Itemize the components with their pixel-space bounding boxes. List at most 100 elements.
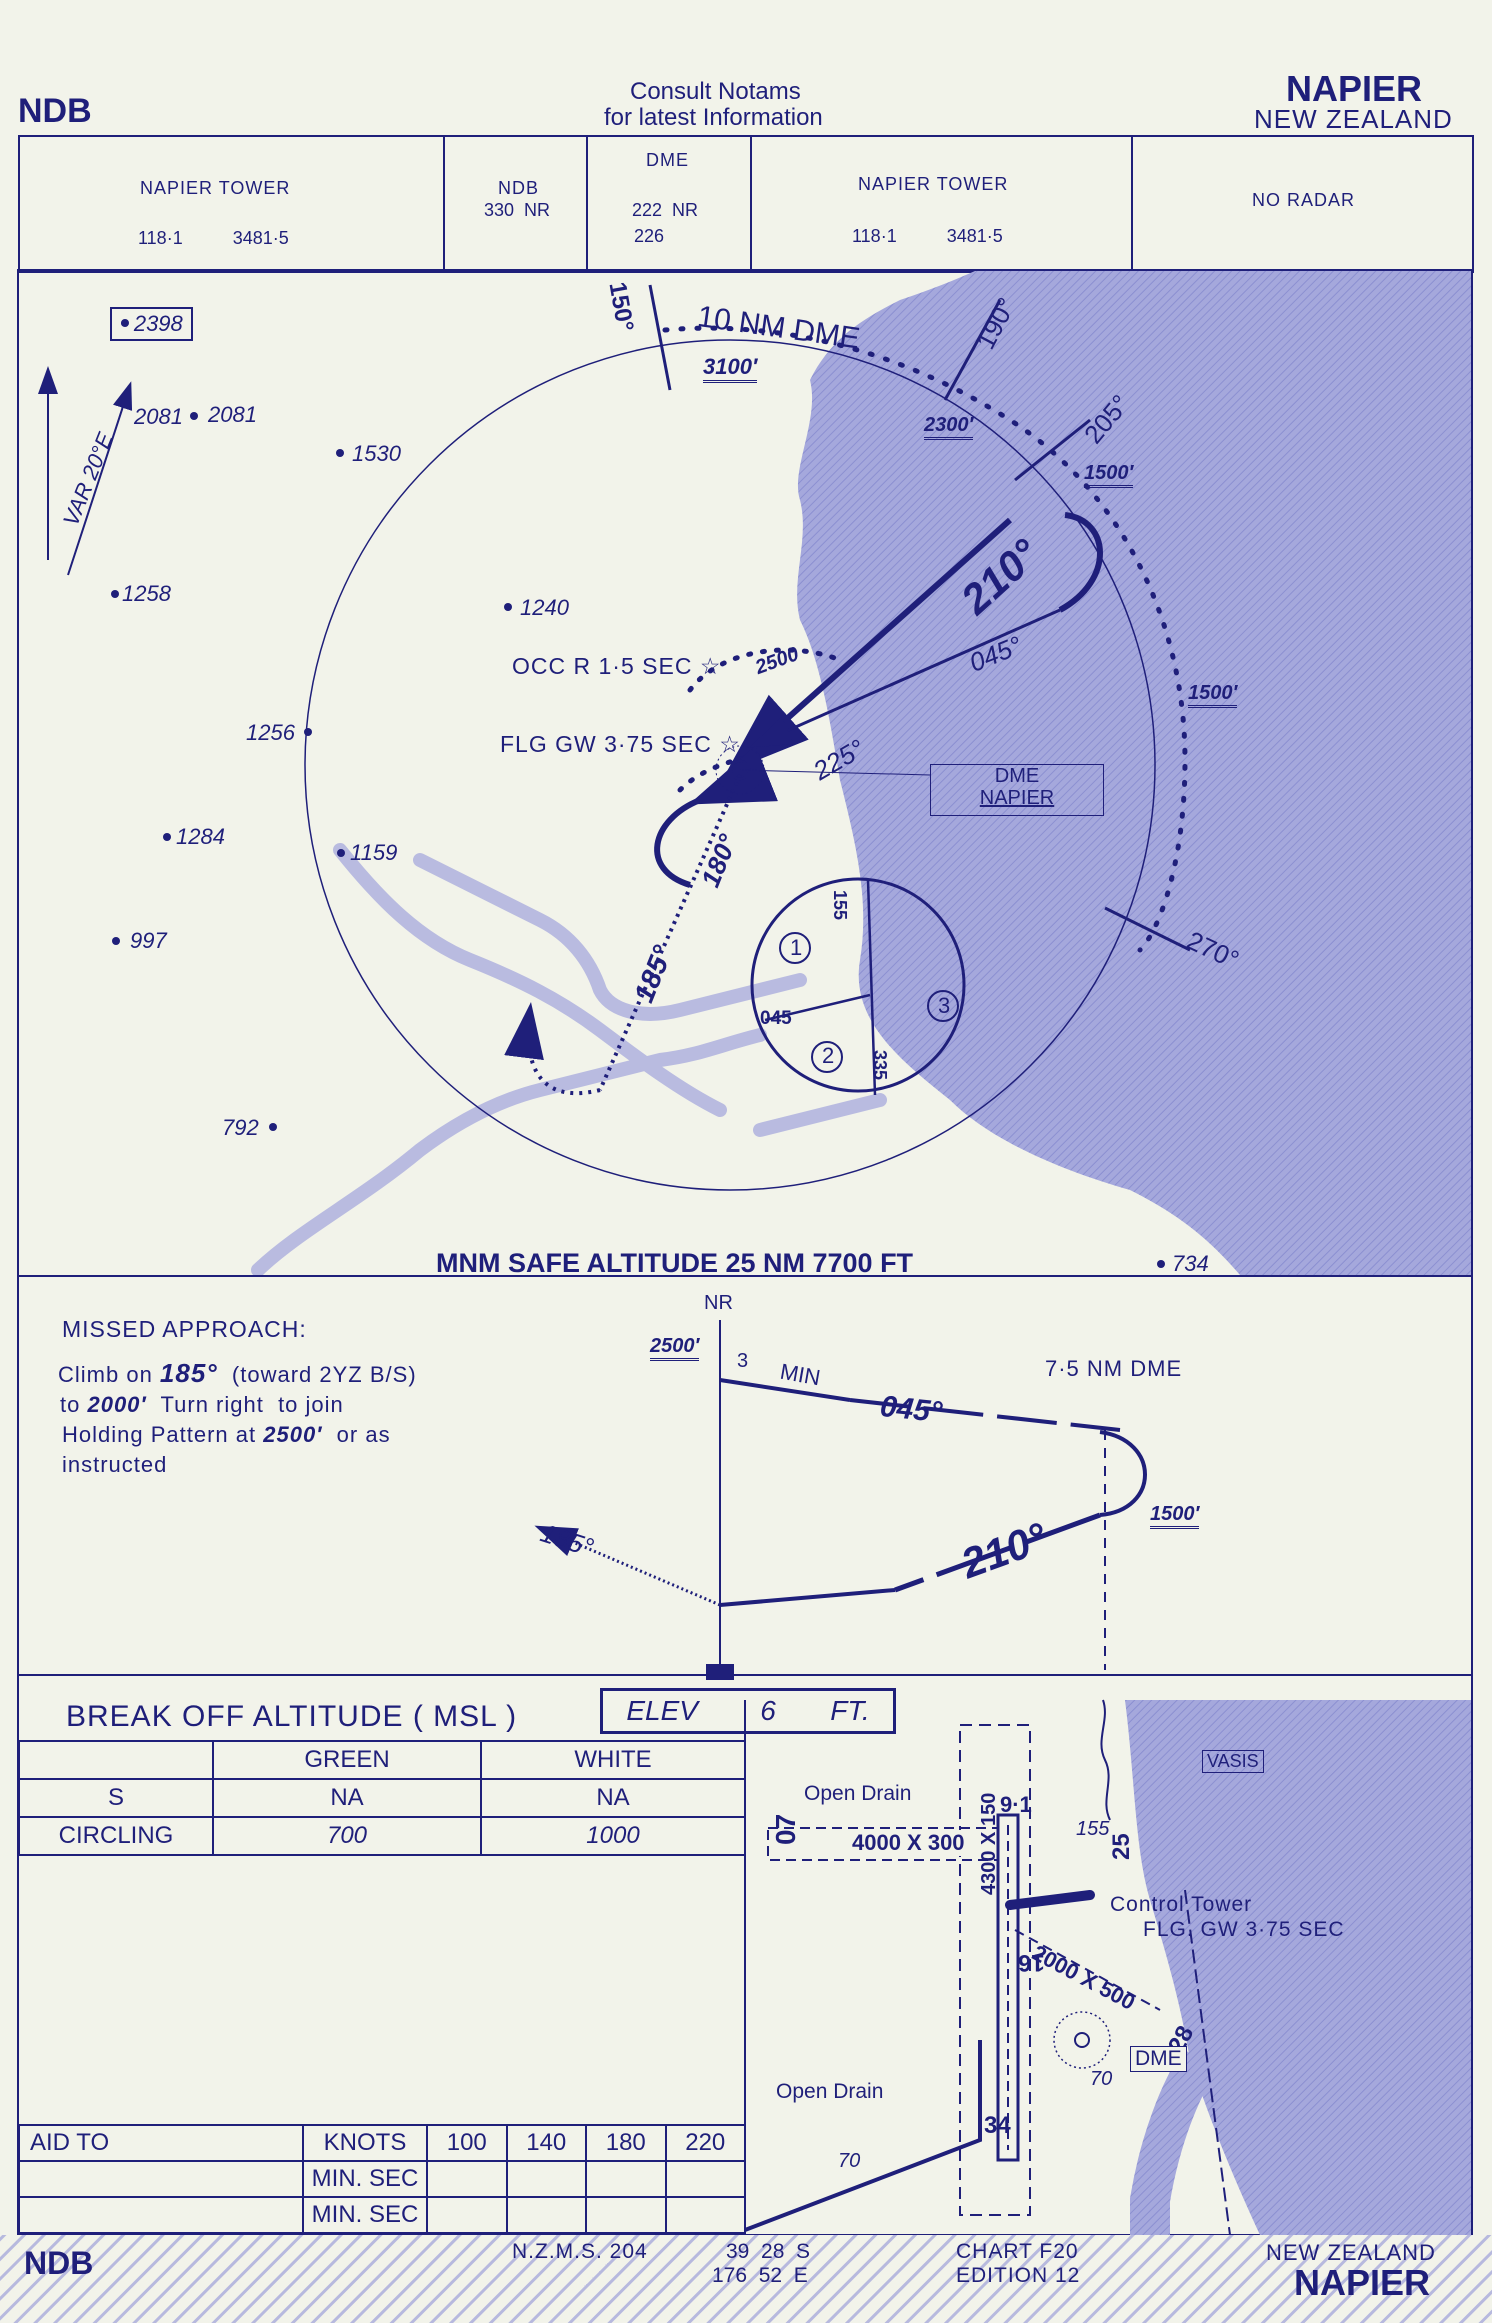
entry-heading: 045 [760,1008,792,1029]
runway-designator: 34 [984,2112,1011,2139]
missed-approach-title: MISSED APPROACH: [62,1316,307,1342]
timing-min-sec: MIN. SEC [302,2196,428,2234]
spot-height: 1530 [352,441,401,466]
timing-speed: 140 [505,2124,587,2162]
radar-status: NO RADAR [1252,190,1356,210]
timing-speed: 220 [664,2124,746,2162]
spot-height: 2081 [208,402,257,427]
table-row: S NA NA [18,1778,746,1818]
spot-height: 997 [130,928,167,953]
spot-height: 1256 [246,720,295,745]
entry-heading: 155 [830,890,850,921]
minima-white-value: 1000 [480,1816,746,1856]
profile-nr: NR [704,1292,733,1314]
city-title: NAPIER [1286,68,1423,109]
light-flg: FLG GW 3·75 SEC ☆ [500,731,741,757]
timing-speed: 180 [585,2124,667,2162]
arc-altitude: 1500′ [1188,682,1238,708]
min-safe-altitude: MNM SAFE ALTITUDE 25 NM 7700 FT [436,1248,914,1278]
dme-napier-box: DME NAPIER [930,764,1104,816]
missed-approach-line-1: Climb on 185° (toward 2YZ B/S) [58,1358,417,1388]
footer-chart-number: CHART F20 [956,2240,1079,2263]
table-row: CIRCLING 700 1000 [18,1816,746,1856]
dme-channel: 222 NR [632,200,699,220]
open-drain-label: Open Drain [804,1782,912,1805]
aerodrome-sea-area [1125,1700,1471,2235]
runway-dimension: 4000 X 300 [852,1830,965,1856]
dme-station-label: DME [1130,2046,1187,2072]
chart-type-code: NDB [18,92,92,130]
sector-number: 3 [938,993,951,1018]
sector-number: 1 [790,935,803,960]
timing-aid-to: AID TO [18,2124,304,2162]
spot-height: 734 [1172,1251,1209,1276]
footer-edition: EDITION 12 [956,2264,1081,2287]
spot-height: 792 [222,1115,259,1140]
table-row: MIN. SEC [18,2196,746,2234]
runway-dimension: 4300 X 150 [978,1792,1000,1895]
runway-heading: 155 [1076,1818,1110,1840]
timing-speed: 100 [426,2124,508,2162]
obstacle-height: 70 [838,2150,861,2172]
minima-row-label: S [18,1778,214,1818]
profile-course: 045° [878,1389,944,1430]
dme-box-line-1: DME [994,765,1040,787]
light-occ: OCC R 1·5 SEC ☆ [512,653,722,679]
minima-header-green: GREEN [212,1740,482,1780]
river [251,843,887,1277]
tower-freq-values: 118·1 3481·5 [138,228,289,248]
aerodrome-elevation: ELEV 6 FT. [600,1688,896,1734]
spot-height: 1284 [176,824,225,849]
minima-header-empty [18,1740,214,1780]
arc-altitude: 2300′ [924,414,974,440]
frequency-panel [18,135,1474,273]
open-drain-label: Open Drain [776,2080,884,2103]
control-tower-label: Control Tower [1110,1893,1253,1916]
dme-freq: 226 [634,226,665,246]
tower-freq-label: NAPIER TOWER [140,178,291,198]
minima-table: GREEN WHITE S NA NA CIRCLING 700 1000 [18,1740,746,1856]
minima-row-label: CIRCLING [18,1816,214,1856]
timing-empty [18,2160,304,2198]
footer-country: NEW ZEALAND [1266,2240,1436,2265]
minima-header-white: WHITE [480,1740,746,1780]
timing-table: AID TO KNOTS 100 140 180 220 MIN. SEC MI… [18,2124,746,2234]
ndb-label: NDB [498,178,540,198]
spot-height-max: • 2398 [110,307,193,341]
obstacle-height: 70 [1090,2068,1113,2090]
sea-area [797,271,1471,1275]
tower-light-label: FLG. GW 3·75 SEC [1143,1918,1345,1941]
timing-empty [18,2196,304,2234]
footer-city: NAPIER [1294,2262,1431,2303]
missed-approach-line-2: to 2000′ Turn right to join [60,1392,344,1417]
arc-altitude: 3100′ [703,354,758,383]
dme-label: DME [646,150,689,170]
timing-min-sec: MIN. SEC [302,2160,428,2198]
entry-heading: 335 [870,1050,890,1081]
missed-approach-line-3: Holding Pattern at 2500′ or as [62,1422,391,1447]
break-off-altitude-title: BREAK OFF ALTITUDE ( MSL ) [66,1700,518,1733]
profile-altitude: 1500′ [1150,1503,1200,1529]
minima-green-value: NA [212,1778,482,1818]
notams-line-1: Consult Notams [630,78,801,105]
spot-height: 2081 [134,404,183,429]
sector-number: 2 [822,1043,835,1068]
runway-designator: 25 [1108,1833,1135,1860]
spot-height: 1159 [350,840,398,865]
runway-label: 9·1 [1000,1792,1032,1817]
minima-white-value: NA [480,1778,746,1818]
footer-latitude: 39 28 S [726,2240,811,2263]
dme-box-line-2: NAPIER [979,787,1055,809]
vasis-label: VASIS [1202,1750,1264,1773]
arc-altitude: 1500′ [1084,462,1134,488]
notams-line-2: for latest Information [604,104,823,131]
missed-approach-line-4: instructed [62,1452,168,1477]
footer-chart-type: NDB [24,2245,94,2281]
footer-map-sheet: N.Z.M.S. 204 [512,2240,648,2263]
tower-freq-label-2: NAPIER TOWER [858,174,1009,194]
profile-altitude: 2500′ [650,1335,700,1361]
runway-designator: 16 [1018,1949,1045,1976]
minima-green-value: 700 [212,1816,482,1856]
timing-knots: KNOTS [302,2124,428,2162]
